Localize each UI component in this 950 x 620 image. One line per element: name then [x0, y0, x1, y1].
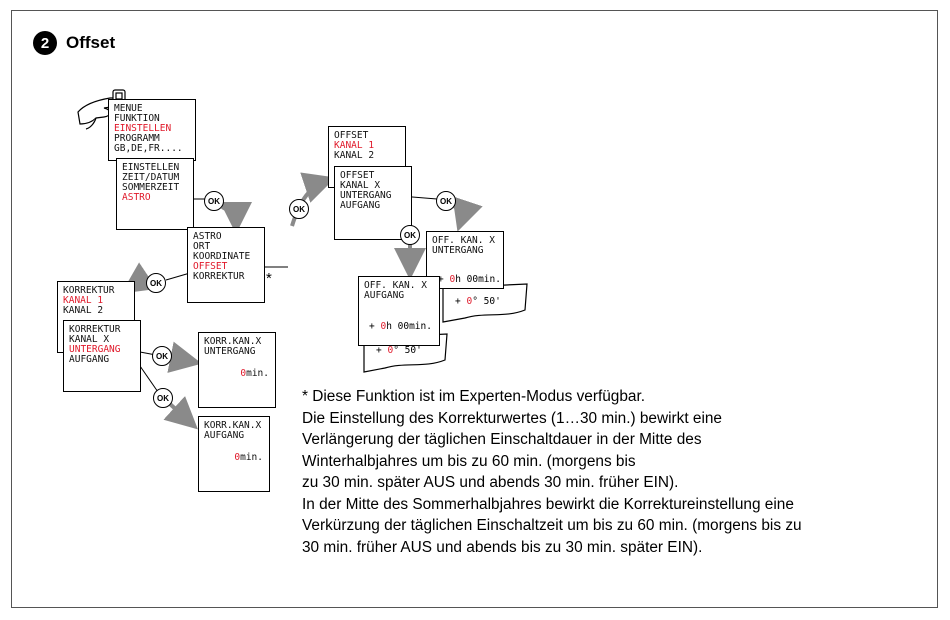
- lcd-korr-untergang: KORR.KAN.X UNTERGANG 0min.: [198, 332, 276, 408]
- ok-button[interactable]: OK: [400, 225, 420, 245]
- menu-line: AUFGANG: [69, 354, 110, 365]
- menu-line: SOMMERZEIT: [122, 182, 180, 193]
- lcd-offset-kanal-x: OFFSET KANAL X UNTERGANG AUFGANG: [334, 166, 412, 240]
- menu-line: ASTRO: [193, 231, 222, 242]
- menu-line: AUFGANG: [204, 430, 245, 441]
- wavy-strip: [442, 283, 528, 323]
- menu-line: FUNKTION: [114, 113, 160, 124]
- menu-line-selected: OFFSET: [193, 261, 228, 272]
- menu-line: KANAL 2: [334, 150, 375, 161]
- sign: +: [376, 345, 382, 356]
- menu-line: KORR.KAN.X: [204, 336, 262, 347]
- menu-line: UNTERGANG: [432, 245, 484, 256]
- footnote-line: 30 min. früher AUS und abends bis zu 30 …: [302, 538, 703, 556]
- ok-button[interactable]: OK: [289, 199, 309, 219]
- footnote-line: Winterhalbjahres um bis zu 60 min. (morg…: [302, 452, 636, 470]
- lcd-einstellen: EINSTELLEN ZEIT/DATUM SOMMERZEIT ASTRO: [116, 158, 194, 230]
- section-header: 2 Offset: [33, 31, 115, 55]
- offset-time-rest: h 00min.: [455, 274, 501, 285]
- sign: +: [438, 274, 444, 285]
- off-aufgang-time-row: + 0h 00min.: [369, 321, 432, 332]
- offset-time-rest: h 00min.: [386, 321, 432, 332]
- korr-unit: min.: [246, 368, 269, 379]
- ok-button[interactable]: OK: [146, 273, 166, 293]
- ok-button[interactable]: OK: [436, 191, 456, 211]
- lcd-korrektur-kanal-x: KORREKTUR KANAL X UNTERGANG AUFGANG: [63, 320, 141, 392]
- off-aufgang-angle-row: + 0° 50': [376, 345, 422, 356]
- flow-arrow: [167, 341, 202, 373]
- korr-value[interactable]: 0: [240, 368, 247, 379]
- footnote-line: Verkürzung der täglichen Einschaltzeit u…: [302, 517, 802, 534]
- offset-angle-rest: ° 50': [393, 345, 422, 356]
- menu-line-selected: EINSTELLEN: [114, 123, 172, 134]
- menu-line: OFF. KAN. X: [364, 280, 427, 291]
- korr-value-row: 0min.: [240, 369, 269, 379]
- off-untergang-angle-row: + 0° 50': [455, 296, 501, 307]
- menu-line-selected: KANAL 1: [63, 295, 104, 306]
- lcd-off-aufgang: OFF. KAN. X AUFGANG: [358, 276, 440, 346]
- menu-line: KORREKTUR: [63, 285, 115, 296]
- menu-line: KORREKTUR: [193, 271, 245, 282]
- menu-line: KANAL 2: [63, 305, 104, 316]
- ok-button[interactable]: OK: [153, 388, 173, 408]
- menu-line: PROGRAMM: [114, 133, 160, 144]
- menu-line: KOORDINATE: [193, 251, 251, 262]
- footnote-line: In der Mitte des Sommerhalbjahres bewirk…: [302, 495, 794, 513]
- menu-line: KORR.KAN.X: [204, 420, 262, 431]
- menu-line: MENUE: [114, 103, 143, 114]
- menu-line: ZEIT/DATUM: [122, 172, 180, 183]
- flow-arrow: [290, 172, 336, 227]
- flow-arrow: [163, 396, 198, 430]
- menu-line: ORT: [193, 241, 211, 252]
- menu-line: GB,DE,FR....: [114, 143, 183, 154]
- lcd-korr-aufgang: KORR.KAN.X AUFGANG 0min.: [198, 416, 270, 492]
- menu-line: KANAL X: [340, 180, 381, 191]
- offset-degrees[interactable]: 0: [387, 345, 394, 356]
- sign: +: [369, 321, 375, 332]
- ok-button[interactable]: OK: [204, 191, 224, 211]
- menu-line: KORREKTUR: [69, 324, 121, 335]
- menu-line-selected: ASTRO: [122, 192, 151, 203]
- menu-line: OFFSET: [334, 130, 369, 141]
- menu-line: OFFSET: [340, 170, 375, 181]
- section-title: Offset: [66, 33, 116, 52]
- offset-hours[interactable]: 0: [380, 321, 387, 332]
- off-untergang-time-row: + 0h 00min.: [438, 274, 501, 285]
- menu-line: KANAL X: [69, 334, 110, 345]
- korr-value[interactable]: 0: [234, 452, 241, 463]
- korr-value-row: 0min.: [234, 453, 263, 463]
- flow-arrow: [219, 201, 252, 234]
- footnote: * Diese Funktion ist im Experten-Modus v…: [302, 386, 802, 558]
- menu-line: AUFGANG: [340, 200, 381, 211]
- menu-line: AUFGANG: [364, 290, 405, 301]
- menu-line: OFF. KAN. X: [432, 235, 495, 246]
- asterisk-mark: *: [266, 270, 272, 287]
- offset-degrees[interactable]: 0: [466, 296, 473, 307]
- section-frame: [11, 10, 938, 608]
- footnote-line: Verlängerung der täglichen Einschaltdaue…: [302, 431, 702, 448]
- menu-line: EINSTELLEN: [122, 162, 180, 173]
- lcd-menu: MENUE FUNKTION EINSTELLEN PROGRAMM GB,DE…: [108, 99, 196, 161]
- ok-button[interactable]: OK: [152, 346, 172, 366]
- menu-line: UNTERGANG: [204, 346, 256, 357]
- menu-line-selected: KANAL 1: [334, 140, 375, 151]
- footnote-line: Die Einstellung des Korrekturwertes (1…3…: [302, 409, 722, 427]
- footnote-line: zu 30 min. später AUS und abends 30 min.…: [302, 474, 679, 491]
- lcd-astro: ASTRO ORT KOORDINATE OFFSET KORREKTUR: [187, 227, 265, 303]
- sign: +: [455, 296, 461, 307]
- menu-line: UNTERGANG: [340, 190, 392, 201]
- korr-unit: min.: [240, 452, 263, 463]
- footnote-line: * Diese Funktion ist im Experten-Modus v…: [302, 388, 646, 405]
- offset-hours[interactable]: 0: [449, 274, 456, 285]
- offset-angle-rest: ° 50': [472, 296, 501, 307]
- section-number-badge: 2: [33, 31, 57, 55]
- menu-line-selected: UNTERGANG: [69, 344, 121, 355]
